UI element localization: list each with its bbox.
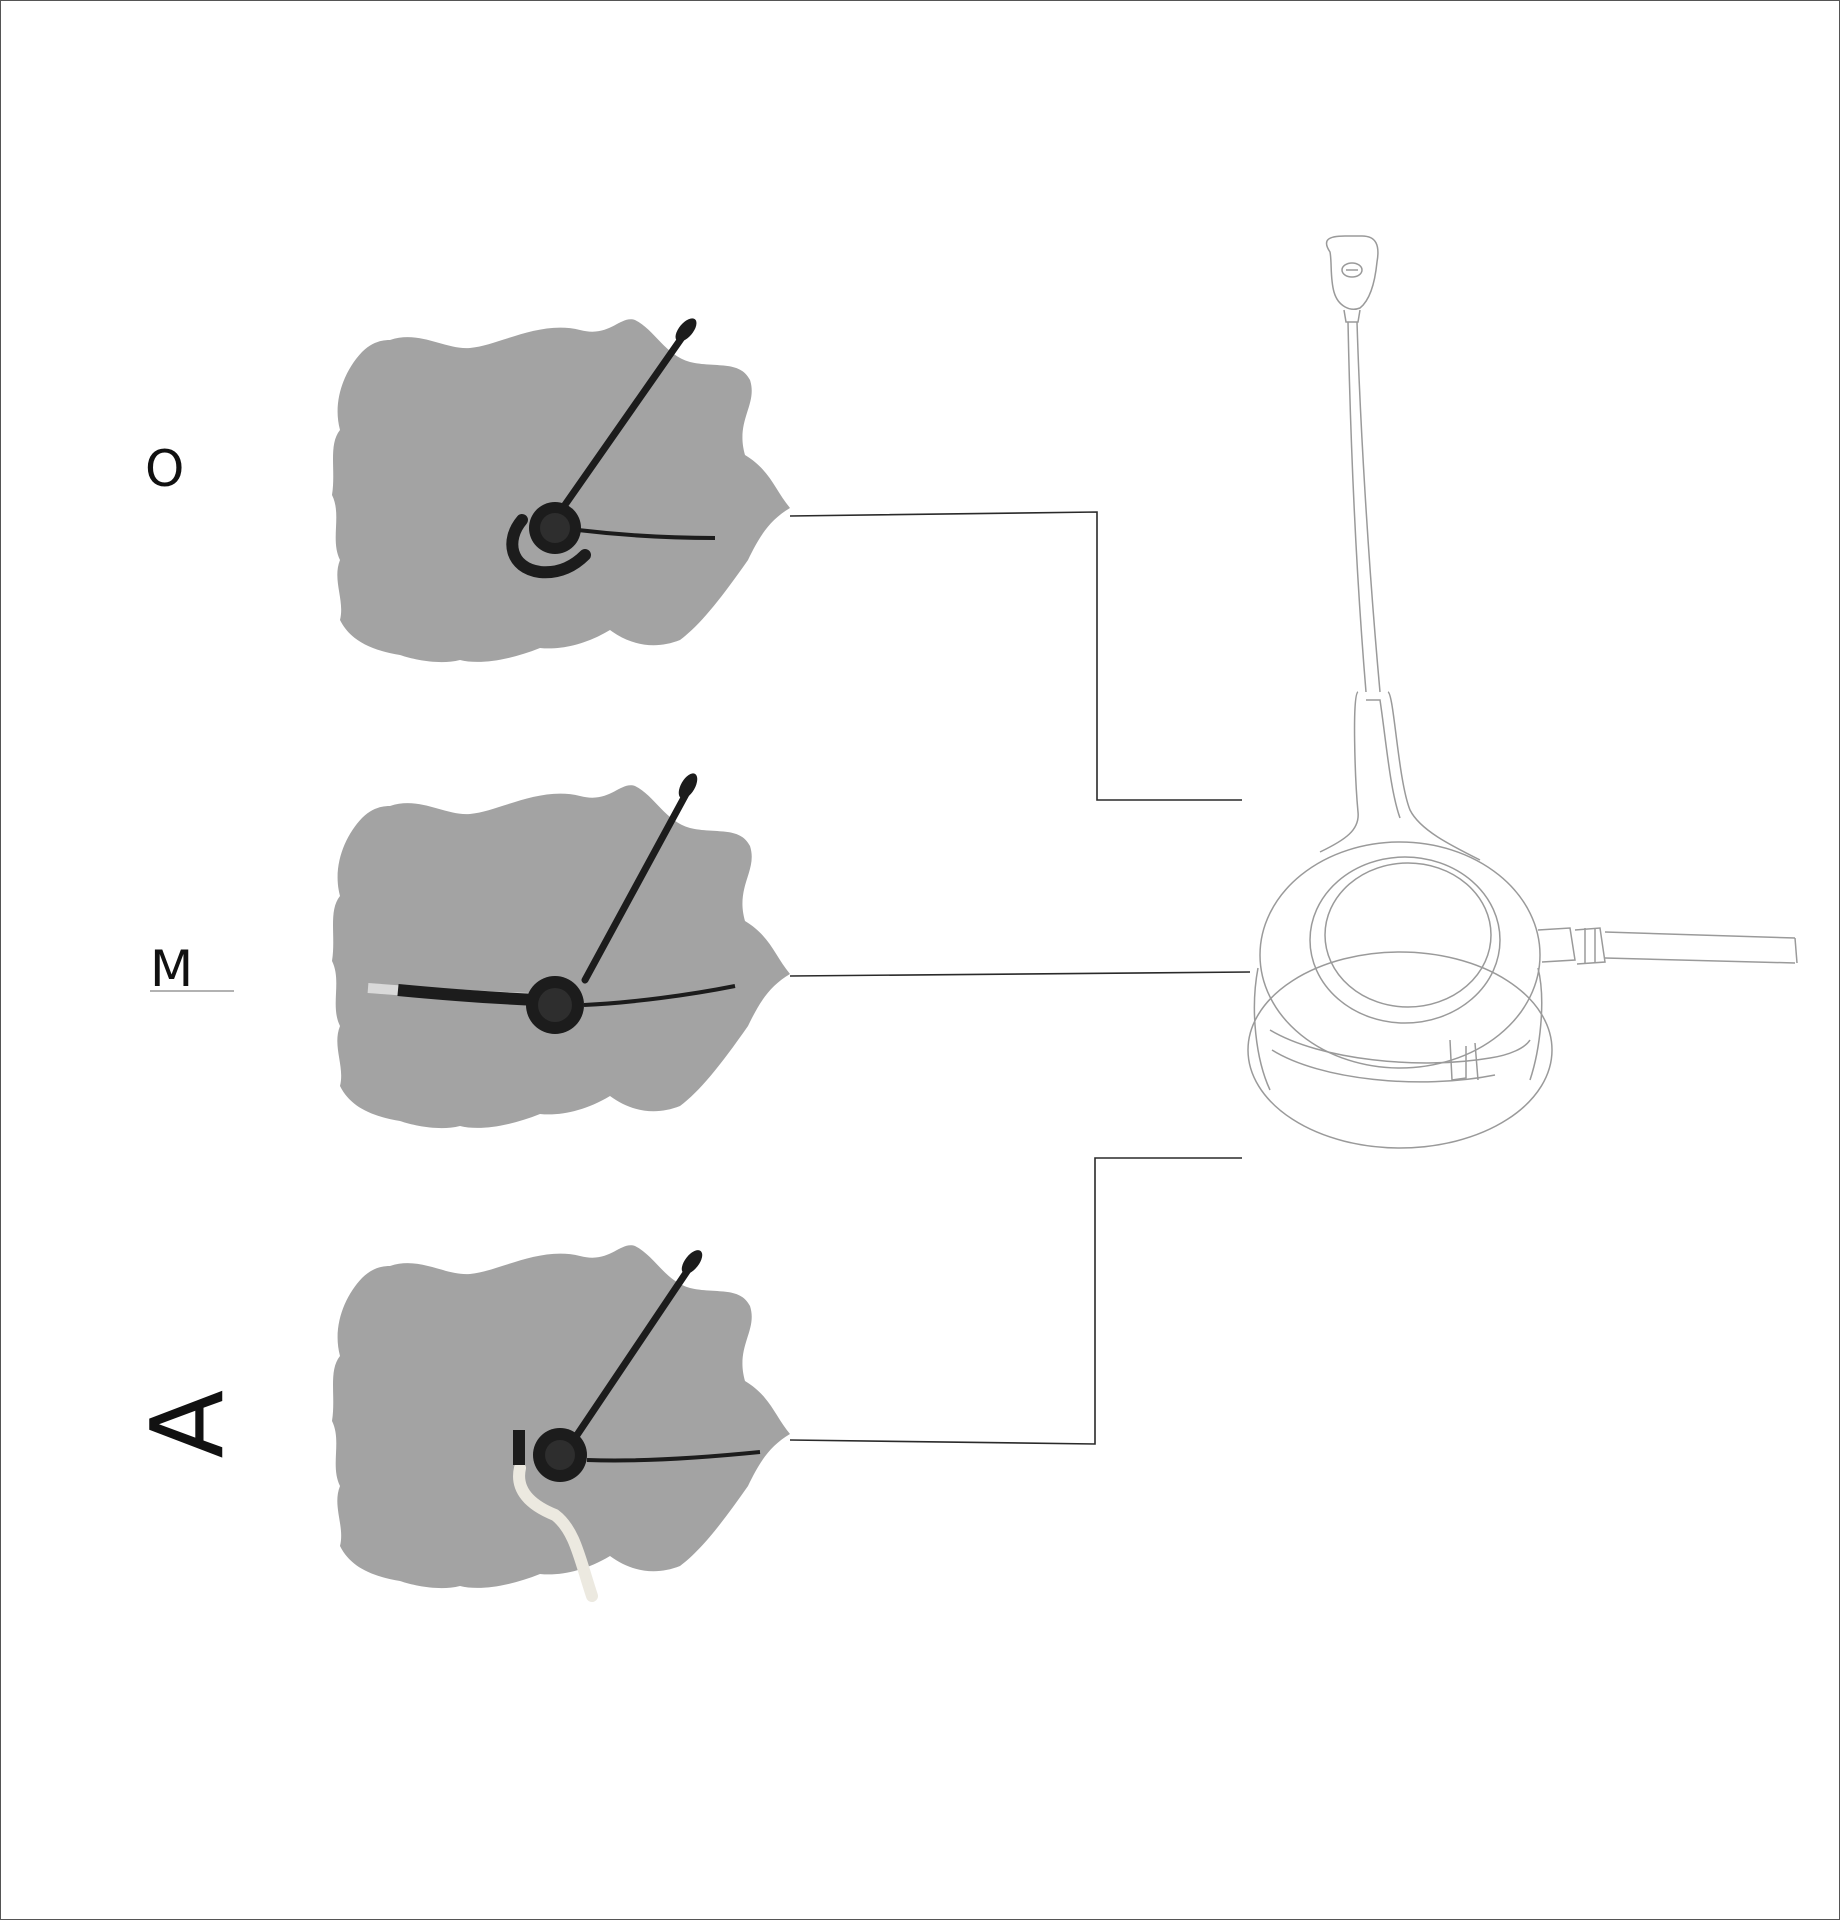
connector-a bbox=[789, 1157, 1242, 1445]
mic-tip bbox=[675, 318, 697, 342]
head-silhouette-icon bbox=[332, 785, 790, 1129]
behind-ear-hook bbox=[513, 1462, 598, 1602]
ear-hook bbox=[506, 514, 591, 579]
head-silhouette-a bbox=[332, 1245, 790, 1602]
head-silhouette-icon bbox=[332, 1245, 790, 1589]
headset-outline-icon bbox=[1247, 235, 1798, 1149]
connector-m bbox=[789, 971, 1251, 977]
cable bbox=[586, 1450, 761, 1463]
mic-boom bbox=[571, 1254, 700, 1442]
label-m-underline bbox=[150, 990, 234, 992]
variant-label-a: A bbox=[129, 1390, 246, 1459]
head-silhouette-o bbox=[332, 318, 790, 663]
head-silhouette-icon bbox=[332, 319, 790, 663]
mic-tip bbox=[678, 773, 698, 799]
variant-label-o: O bbox=[145, 440, 185, 498]
cable bbox=[577, 528, 716, 540]
mic-boom bbox=[556, 322, 694, 516]
connector-o bbox=[789, 511, 1242, 801]
mic-boom bbox=[581, 779, 696, 984]
cable bbox=[583, 984, 736, 1007]
variant-label-m: M bbox=[150, 940, 194, 998]
mic-tip bbox=[681, 1250, 703, 1274]
head-silhouette-m bbox=[332, 773, 790, 1129]
connector-lines bbox=[789, 511, 1251, 1445]
